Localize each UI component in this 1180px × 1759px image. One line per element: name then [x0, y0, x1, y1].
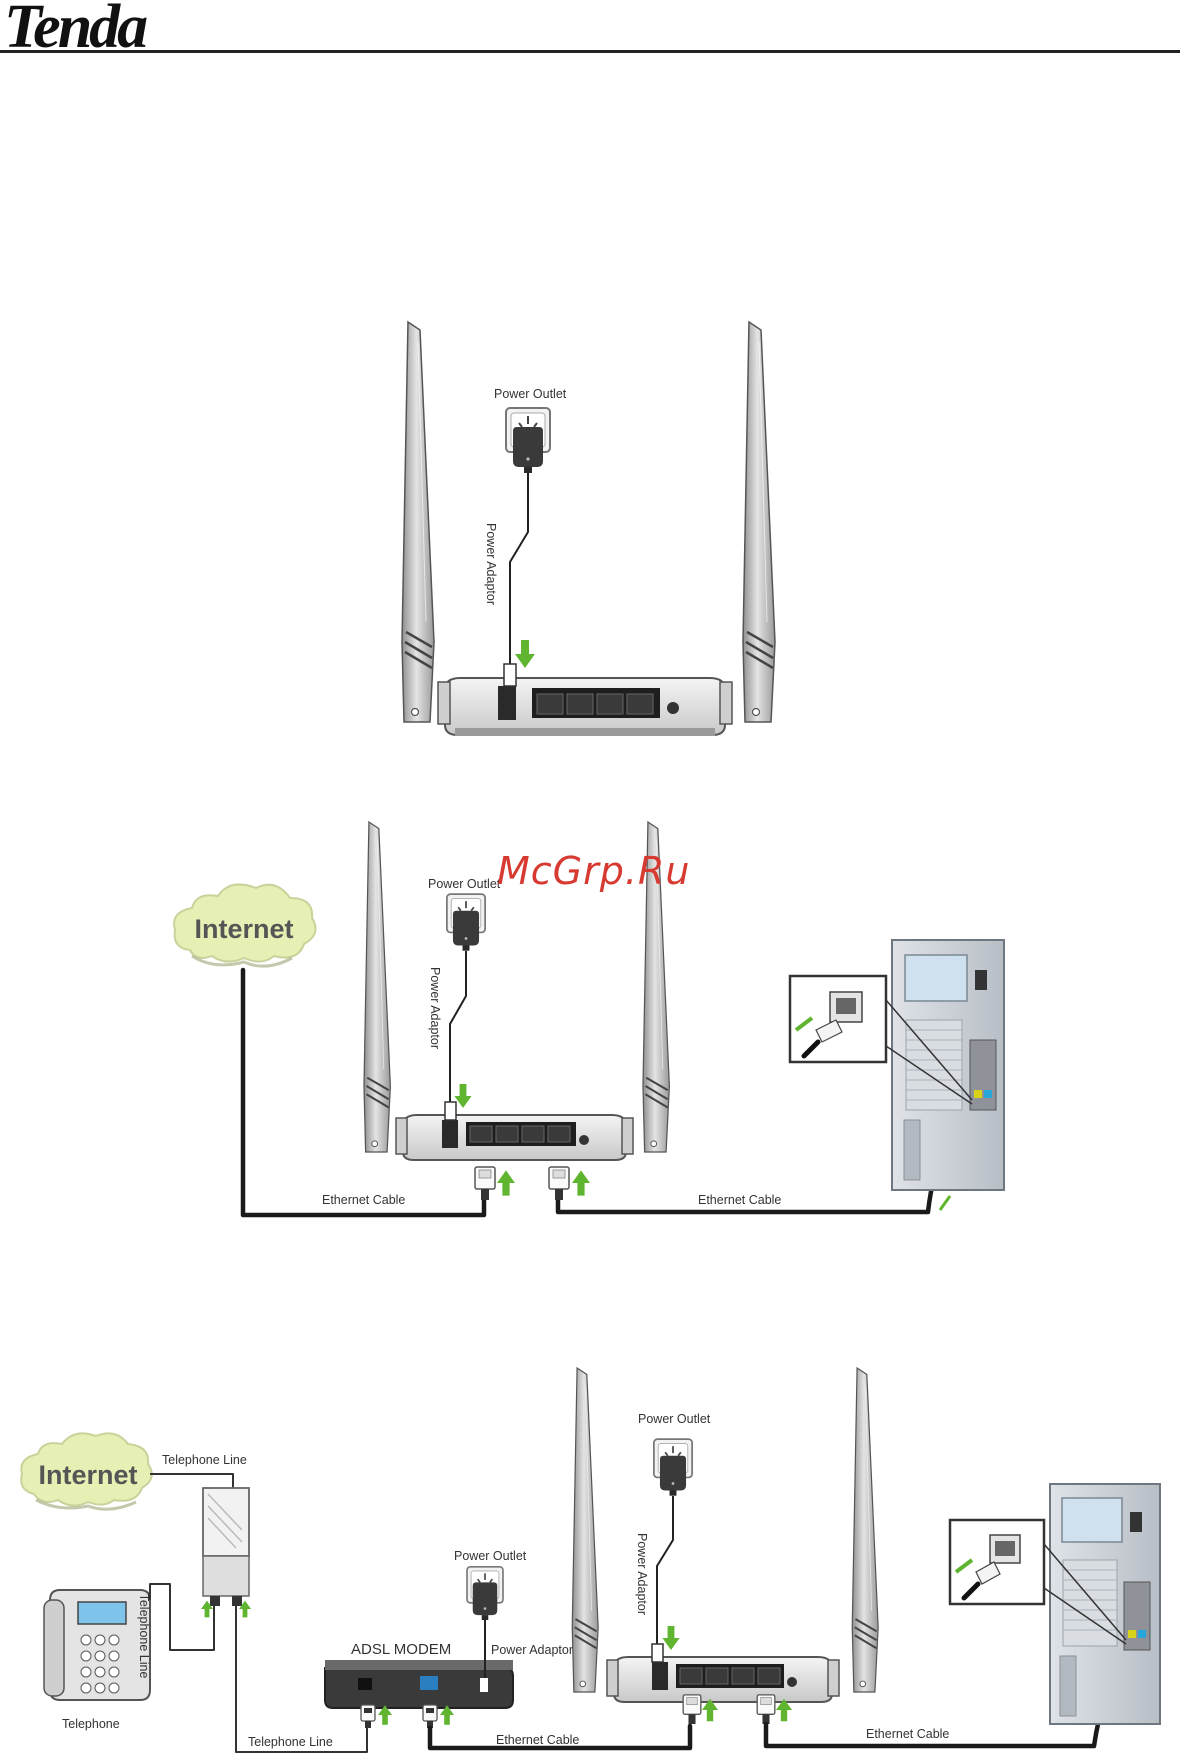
label-adsl-modem: ADSL MODEM [351, 1641, 451, 1658]
router-reset-button [667, 702, 679, 714]
modem-power-outlet [467, 1567, 503, 1620]
router-reset-button [579, 1135, 589, 1145]
telephone [44, 1590, 150, 1700]
router-reset-button [787, 1677, 797, 1687]
router-body [396, 1115, 633, 1160]
rj45-plug [549, 1167, 569, 1200]
router-antenna-right [743, 322, 775, 722]
internet-cloud: Internet [174, 884, 315, 966]
label-telephone-line-side: Telephone Line [137, 1594, 151, 1679]
label-modem-power-adaptor: Power Adaptor [491, 1643, 573, 1657]
pc-tower [892, 940, 1004, 1190]
power-plug [504, 664, 516, 686]
label-power-adaptor: Power Adaptor [484, 523, 498, 605]
label-telephone: Telephone [62, 1717, 120, 1731]
label-router-power-adaptor: Power Adaptor [635, 1533, 649, 1615]
rj45-plug [757, 1695, 775, 1724]
label-router-power-outlet: Power Outlet [638, 1412, 711, 1426]
router-lan-port [496, 1126, 518, 1142]
router-antenna-right [852, 1368, 878, 1692]
router-lan-port [627, 694, 653, 714]
adsl-splitter [203, 1488, 249, 1606]
modem-ethernet-port [420, 1676, 438, 1690]
router-wan-port [680, 1668, 702, 1684]
green-arrow-icon [454, 1084, 471, 1108]
watermark-text: McGrp.Ru [497, 852, 690, 890]
label-power-outlet: Power Outlet [428, 877, 501, 891]
label-modem-power-outlet: Power Outlet [454, 1549, 527, 1563]
rj45-plug [683, 1695, 701, 1724]
router-power-outlet [654, 1439, 692, 1496]
power-plug [652, 1644, 663, 1662]
power-outlet [447, 894, 485, 951]
internet-label: Internet [194, 914, 293, 944]
router-power-port [498, 686, 516, 720]
label-telephone-line-top: Telephone Line [162, 1453, 247, 1467]
router-wan-port [537, 694, 563, 714]
internet-cloud: Internet [21, 1433, 152, 1509]
router-lan-port [597, 694, 623, 714]
label-ethernet-cable-left: Ethernet Cable [322, 1193, 405, 1207]
power-adaptor-cable [450, 951, 466, 1104]
rj45-plug [475, 1167, 495, 1200]
router-antenna-left [402, 322, 434, 722]
router-antenna-left [572, 1368, 598, 1692]
ethernet-cable-wan [243, 970, 484, 1215]
router-lan-port [706, 1668, 728, 1684]
router-wan-port [470, 1126, 492, 1142]
figure-1-power-connection: Power Outlet Power Adaptor [402, 322, 775, 736]
label-ethernet-cable-left: Ethernet Cable [496, 1733, 579, 1747]
modem-line-port [358, 1678, 372, 1690]
green-arrow-icon [940, 1196, 950, 1210]
label-power-adaptor: Power Adaptor [428, 967, 442, 1049]
green-arrow-icon [662, 1626, 679, 1650]
router-lan-port [548, 1126, 570, 1142]
modem-power-port [480, 1678, 488, 1692]
router-lan-port [567, 694, 593, 714]
rj45-plug [423, 1705, 437, 1728]
internet-label: Internet [38, 1460, 137, 1490]
figure-3-adsl-connection: Internet Telephone Line Telephone [21, 1368, 1160, 1752]
router-power-port [652, 1662, 668, 1690]
router-antenna-left [364, 822, 390, 1152]
green-arrow-icon [572, 1170, 590, 1195]
router-body [438, 678, 732, 736]
label-telephone-line-bottom: Telephone Line [248, 1735, 333, 1749]
router-lan-port [522, 1126, 544, 1142]
router-lan-port [758, 1668, 780, 1684]
router-body [607, 1657, 839, 1702]
green-arrow-icon [497, 1170, 515, 1195]
router-lan-port [732, 1668, 754, 1684]
rj11-plug [361, 1705, 375, 1728]
power-adaptor-cable [510, 473, 528, 668]
router-power-port [442, 1120, 458, 1148]
power-plug [445, 1102, 456, 1120]
label-ethernet-cable-right: Ethernet Cable [866, 1727, 949, 1741]
router-power-cable [657, 1496, 673, 1646]
label-ethernet-cable-right: Ethernet Cable [698, 1193, 781, 1207]
label-power-outlet: Power Outlet [494, 387, 567, 401]
green-arrow-icon [515, 640, 535, 668]
power-outlet [506, 408, 550, 473]
